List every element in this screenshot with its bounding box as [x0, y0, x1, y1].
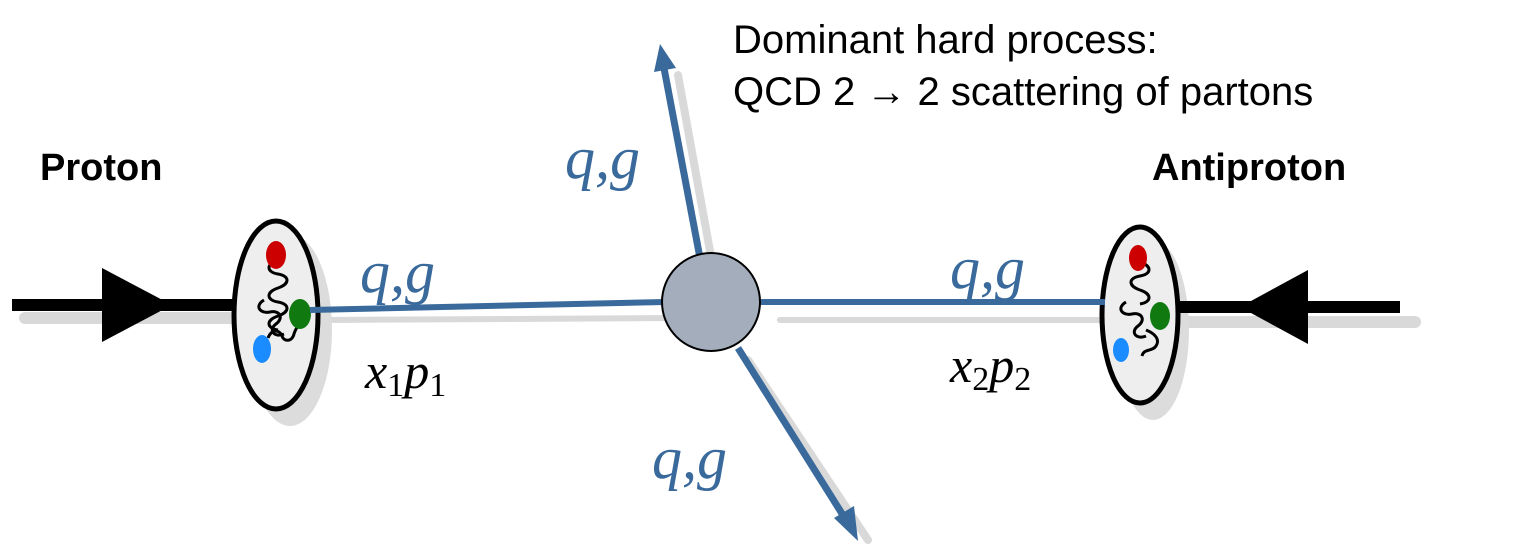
- blue-quark: [1113, 338, 1129, 362]
- right-momentum-label: x2p2: [949, 337, 1031, 398]
- proton: [231, 218, 321, 412]
- proton-label: Proton: [40, 147, 162, 189]
- green-quark: [1150, 302, 1170, 330]
- incoming-parton-left-line: [309, 299, 666, 313]
- antiproton-arrowhead: [1240, 270, 1308, 344]
- hard-scattering-vertex: [661, 252, 761, 352]
- incoming-parton-left-label: q,g: [360, 239, 435, 305]
- antiproton: [1099, 224, 1181, 406]
- parton-lines: [309, 44, 1105, 541]
- proton-disc: [231, 218, 321, 412]
- antiproton-beam: [1170, 270, 1400, 344]
- outgoing-parton-up-label: q,g: [565, 125, 640, 191]
- incoming-parton-right-label: q,g: [950, 235, 1025, 301]
- gluon-icon: [1129, 260, 1151, 306]
- red-quark: [266, 241, 286, 269]
- outgoing-parton-up-line: [660, 67, 704, 259]
- outgoing-parton-up-arrowhead: [654, 44, 676, 72]
- red-quark: [1129, 245, 1147, 271]
- outgoing-parton-down-line: [735, 346, 849, 522]
- antiproton-label: Antiproton: [1152, 147, 1346, 189]
- left-momentum-label: x1p1: [364, 343, 446, 404]
- proton-beam: [12, 268, 240, 342]
- blue-quark: [253, 335, 271, 363]
- green-quark: [289, 299, 311, 329]
- gluon-icon: [1119, 300, 1147, 339]
- process-title-line2: QCD 2 → 2 scattering of partons: [733, 70, 1313, 114]
- gluon-icon: [267, 258, 289, 332]
- gluon-icon: [1140, 328, 1160, 357]
- outgoing-parton-down-arrowhead: [834, 506, 858, 541]
- proton-arrowhead: [102, 268, 172, 342]
- process-title-line1: Dominant hard process:: [733, 18, 1158, 62]
- outgoing-parton-down-label: q,g: [652, 425, 727, 491]
